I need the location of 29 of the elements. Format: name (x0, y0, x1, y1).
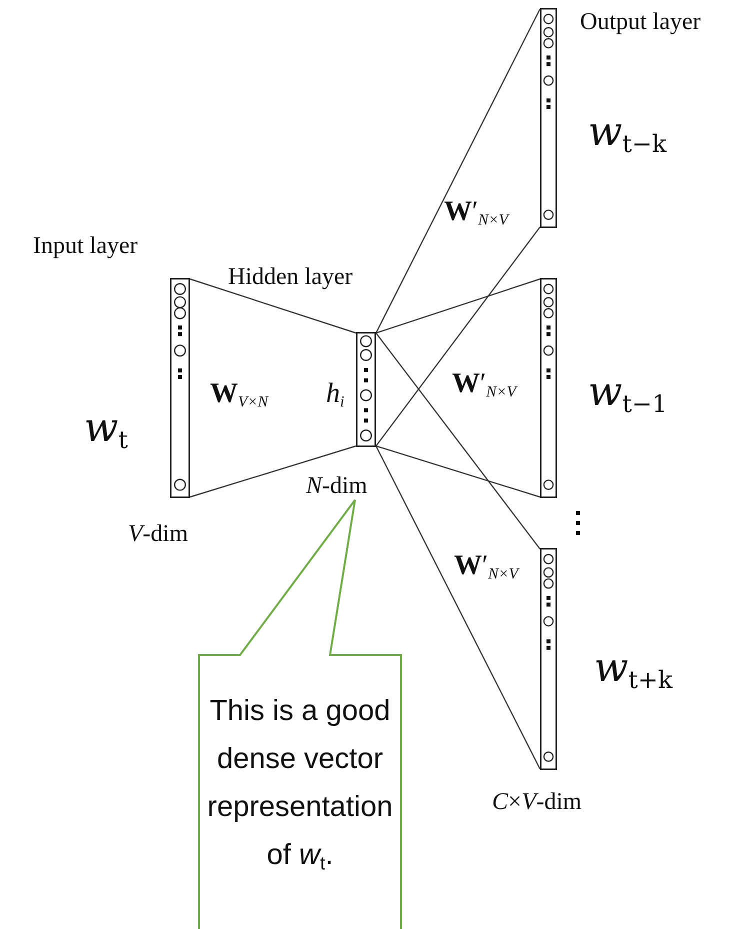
neuron-vector (170, 278, 190, 498)
connection-line (375, 446, 541, 770)
dimension-label: V-dim (128, 522, 188, 546)
layer-title: Hidden layer (228, 265, 353, 289)
connection-line (190, 278, 356, 334)
callout-text: This is a good dense vector representation of w$_{t}$. (206, 694, 394, 876)
connection-line (376, 226, 540, 446)
word-label: w$_{t}$ (84, 408, 128, 452)
layer-title: Input layer (33, 234, 138, 258)
connection-line (376, 445, 540, 498)
connection-line (376, 278, 540, 334)
layer-title: Output layer (580, 10, 701, 34)
word-label: w$_{t−1}$ (588, 372, 668, 416)
dimension-label: N-dim (306, 474, 368, 498)
weight-matrix-label: W′$_{N×V}$ (454, 552, 518, 582)
connection-line (376, 332, 540, 550)
neuron-vector (540, 278, 557, 498)
weight-matrix-label: W′$_{N×V}$ (444, 198, 508, 228)
connection-line (190, 445, 356, 498)
neuron-vector (540, 548, 557, 770)
connection-line (375, 8, 541, 334)
dimension-label: C×V-dim (492, 790, 582, 814)
neuron-vector (540, 8, 557, 228)
word-label: w$_{t+k}$ (594, 648, 673, 692)
weight-matrix-label: W′$_{N×V}$ (452, 370, 516, 400)
word-label: w$_{t−k}$ (588, 112, 667, 156)
weight-matrix-label: W$_{V×N}$ (210, 380, 268, 410)
neuron-vector (356, 332, 376, 447)
hidden-unit-label: h$_{i}$ (326, 380, 344, 410)
